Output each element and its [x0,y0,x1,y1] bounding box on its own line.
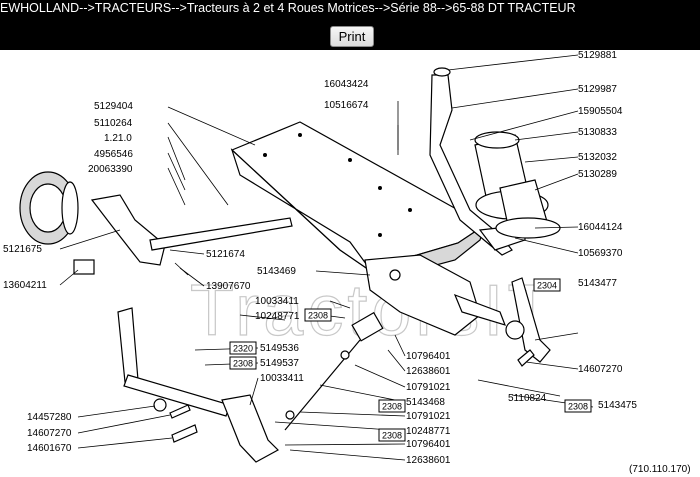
ref-label: 2308 [233,359,253,369]
right-lever [505,277,551,367]
part-label-10796401-a[interactable]: 10796401 [406,351,451,362]
part-label-5143475[interactable]: 5143475 [598,400,637,411]
part-label-5110824[interactable]: 5110824 [508,393,547,404]
ref-box-2308-d[interactable]: 2308 [564,399,592,413]
ref-box-2304[interactable]: 2304 [533,278,561,292]
parts-diagram: TractorsIT [0,50,700,477]
part-label-10033411-b[interactable]: 10033411 [260,373,304,384]
part-label-10248771-b[interactable]: 10248771 [406,426,451,437]
shift-fork [90,194,293,266]
figure-code: (710.110.170) [629,464,691,475]
part-label-14607270-right[interactable]: 14607270 [578,364,623,375]
part-label-10791021-b[interactable]: 10791021 [406,411,451,422]
ref-box-2308-b[interactable]: 2308 [229,356,257,370]
part-label-14601670[interactable]: 14601670 [27,443,72,454]
parts-diagram-svg: TractorsIT [3,50,691,475]
ref-label: 2304 [537,281,557,291]
part-label-15905504[interactable]: 15905504 [578,106,623,117]
part-label-10569370[interactable]: 10569370 [578,248,623,259]
ref-box-2308-e[interactable]: 2308 [378,428,406,442]
ref-label: 2308 [308,311,328,321]
ref-box-2308-a[interactable]: 2308 [304,308,332,322]
part-label-13604211[interactable]: 13604211 [3,280,47,291]
part-label-16044124[interactable]: 16044124 [578,222,623,233]
gear-ring [19,171,79,245]
top-bar: EWHOLLAND-->TRACTEURS-->Tracteurs à 2 et… [0,0,700,50]
ref-box-2320[interactable]: 2320 [229,341,257,355]
pins [153,262,198,443]
link-rod [284,311,384,431]
part-label-10796401-b[interactable]: 10796401 [406,439,451,450]
central-bracket [364,254,507,336]
part-label-5110264[interactable]: 5110264 [94,118,133,129]
part-label-5121674[interactable]: 5121674 [206,249,245,260]
part-label-12638601-a[interactable]: 12638601 [406,366,451,377]
part-label-20063390[interactable]: 20063390 [88,164,133,175]
print-button[interactable]: Print [330,26,374,47]
part-label-14607270-left[interactable]: 14607270 [27,428,72,439]
part-label-16043424[interactable]: 16043424 [324,79,369,90]
part-label-10516674[interactable]: 10516674 [324,100,369,111]
part-label-5143477[interactable]: 5143477 [578,278,617,289]
part-label-5143469[interactable]: 5143469 [257,266,296,277]
lever-boot [474,131,561,239]
part-label-5149537[interactable]: 5149537 [260,358,299,369]
part-label-5143468[interactable]: 5143468 [406,397,445,408]
ref-label: 2320 [233,344,253,354]
part-label-5129987[interactable]: 5129987 [578,84,617,95]
part-label-5129404[interactable]: 5129404 [94,101,133,112]
part-label-5132032[interactable]: 5132032 [578,152,617,163]
part-label-10791021-a[interactable]: 10791021 [406,382,451,393]
part-label-5149536[interactable]: 5149536 [260,343,299,354]
part-label-10033411-a[interactable]: 10033411 [255,296,299,307]
part-label-4956546[interactable]: 4956546 [94,149,133,160]
sleeve [73,259,95,275]
ref-label: 2308 [382,402,402,412]
ref-label: 2308 [568,402,588,412]
breadcrumb: EWHOLLAND-->TRACTEURS-->Tracteurs à 2 et… [0,1,576,15]
part-label-5130833[interactable]: 5130833 [578,127,617,138]
left-lever [117,307,279,463]
part-label-10248771-a[interactable]: 10248771 [255,311,300,322]
part-label-5129881[interactable]: 5129881 [578,50,617,61]
part-label-14457280[interactable]: 14457280 [27,412,72,423]
cover-plate [230,121,487,273]
part-label-5130289[interactable]: 5130289 [578,169,617,180]
part-label-13907670[interactable]: 13907670 [206,281,251,292]
part-label-12638601-b[interactable]: 12638601 [406,455,451,466]
ref-box-2308-c[interactable]: 2308 [378,399,406,413]
ref-label: 2308 [382,431,402,441]
part-label-1-21-0[interactable]: 1.21.0 [104,133,132,144]
part-label-5121675[interactable]: 5121675 [3,244,42,255]
leader-lines [59,54,594,461]
